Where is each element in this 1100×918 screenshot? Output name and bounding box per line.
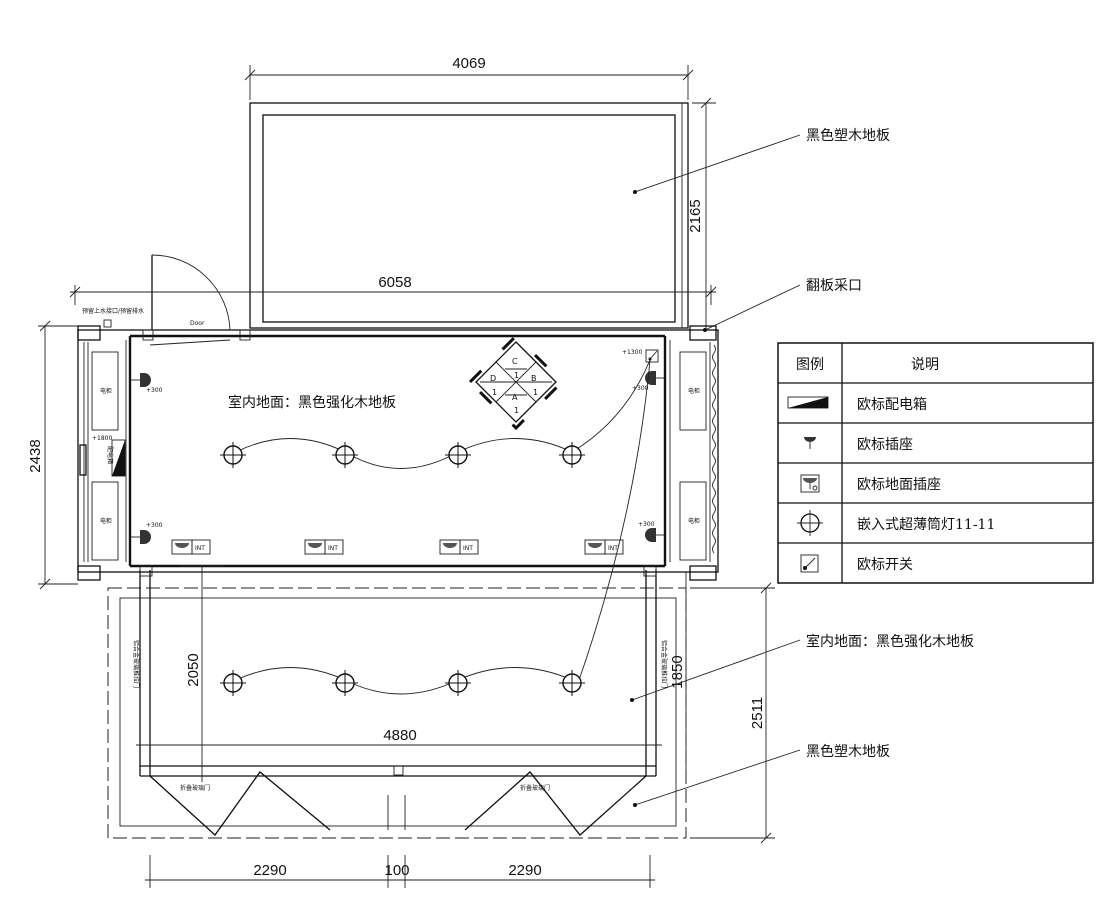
dimension-top-width: 4069: [244, 55, 694, 100]
legend-label: 欧标地面插座: [857, 477, 941, 493]
dimension-container-width: 2438: [27, 320, 78, 590]
callout-deck-interior: 室内地面：黑色强化木地板: [630, 633, 974, 702]
dimension-container-length: 6058: [69, 274, 717, 305]
door-label: Door: [190, 320, 205, 327]
switch-icon: [645, 349, 659, 363]
height-label: +300: [146, 387, 163, 394]
side-door-right-label: 铝合金玻璃推拉门: [660, 640, 668, 688]
downlight-icon: [220, 670, 246, 696]
height-label: +300: [146, 522, 163, 529]
callout-text: 翻板采口: [806, 278, 862, 294]
legend-label: 嵌入式超薄筒灯11-11: [857, 516, 995, 533]
door: Door 预留上水接口/预留排水: [82, 254, 251, 346]
marker-b: B: [531, 374, 537, 383]
interior-floor-label: 室内地面：黑色强化木地板: [228, 394, 396, 411]
height-label: +300: [638, 521, 655, 528]
dim-4880: 4880: [383, 727, 416, 744]
downlight-icon: [559, 670, 585, 696]
dim-6058: 6058: [378, 274, 411, 291]
floor-sockets: INT INT INT INT: [171, 539, 624, 555]
marker-c: C: [512, 357, 518, 366]
height-label: +1800: [92, 435, 112, 442]
downlight-icon: [797, 510, 823, 536]
panel-label: 配电箱: [106, 446, 114, 464]
socket-icon: [130, 373, 151, 387]
socket-icon: [804, 437, 816, 449]
bottom-deck: 铝合金玻璃推拉门 铝合金玻璃推拉门 折叠玻璃门 折叠玻璃门: [107, 565, 687, 839]
distribution-box: +1800 配电箱: [92, 435, 126, 477]
dim-4069: 4069: [452, 55, 485, 72]
marker-d: D: [490, 374, 496, 383]
marker-n: 1: [514, 406, 519, 415]
callout-text: 黑色塑木地板: [806, 743, 890, 760]
side-door-left-label: 铝合金玻璃推拉门: [132, 640, 140, 688]
marker-n: 1: [514, 371, 519, 380]
legend-header-desc: 说明: [911, 357, 939, 373]
switch-icon: [800, 554, 819, 573]
int-label: INT: [328, 545, 338, 552]
container-walls: [77, 325, 719, 581]
cabinet-label: 电柜: [100, 517, 112, 525]
wall-sockets: +300 +300 +300 +300 +1300: [130, 349, 665, 544]
downlight-icon: [332, 670, 358, 696]
dim-2290-left: 2290: [253, 862, 286, 879]
callout-top-floor: 黑色塑木地板: [633, 127, 890, 194]
dim-1850: 1850: [669, 655, 686, 688]
callout-text: 黑色塑木地板: [806, 127, 890, 144]
dim-2511: 2511: [749, 697, 766, 729]
dim-100: 100: [384, 862, 409, 879]
socket-icon: [130, 530, 151, 544]
cabinet-label: 电柜: [688, 387, 700, 395]
dimension-deck-room-depth: 2050: [180, 565, 225, 782]
downlight-icon: [220, 442, 246, 468]
dimension-top-height: 2165: [687, 97, 716, 330]
distribution-box-icon: [787, 396, 829, 409]
legend-header-symbol: 图例: [796, 357, 824, 373]
downlight-icon: [445, 670, 471, 696]
downlights: [220, 442, 585, 696]
cabinet-label: 电柜: [688, 517, 700, 525]
dim-2165: 2165: [687, 199, 704, 232]
fold-door-right-label: 折叠玻璃门: [520, 784, 550, 792]
dimension-deck-side-depth: 1850: [669, 572, 687, 776]
socket-icon: [645, 528, 665, 542]
int-label: INT: [463, 545, 473, 552]
callout-text: 室内地面：黑色强化木地板: [806, 633, 974, 650]
dim-2050: 2050: [185, 653, 202, 686]
downlight-icon: [445, 442, 471, 468]
dim-2290-right: 2290: [508, 862, 541, 879]
dimension-deck-total-depth: 2511: [690, 582, 775, 844]
legend-label: 欧标插座: [857, 437, 913, 453]
deck-lights-wiring: [235, 667, 573, 695]
dimension-bottom: 2290 100 2290: [145, 855, 655, 888]
downlight-icon: [332, 442, 358, 468]
marker-n: 1: [533, 388, 538, 397]
top-deck: [249, 102, 689, 329]
legend-label: 欧标配电箱: [857, 397, 927, 413]
cabinet-label: 电柜: [100, 387, 112, 395]
int-label: INT: [608, 545, 618, 552]
height-label: +1300: [622, 349, 642, 356]
height-label: +300: [632, 385, 649, 392]
marker-a: A: [512, 393, 518, 402]
marker-n: 1: [492, 388, 497, 397]
side-cabinets: 电柜 电柜 电柜 电柜: [91, 351, 707, 561]
top-left-note: 预留上水接口/预留排水: [82, 307, 144, 315]
downlight-icon: [559, 442, 585, 468]
elevation-index-marker: C 1 D 1 B 1 A 1: [468, 333, 565, 431]
fold-door-left-label: 折叠玻璃门: [180, 784, 210, 792]
dimension-deck-width: 4880: [136, 727, 662, 746]
callout-flap-opening: 翻板采口: [703, 278, 862, 332]
legend-label: 欧标开关: [857, 557, 913, 573]
callout-deck-floor: 黑色塑木地板: [633, 743, 890, 807]
int-label: INT: [195, 545, 205, 552]
legend-table: 图例 说明 欧标配电箱 欧标插座 欧标地面插座 嵌入式超薄筒灯11-11 欧标开…: [777, 342, 1094, 584]
dim-2438: 2438: [27, 439, 44, 472]
floor-socket-icon: [800, 474, 820, 493]
